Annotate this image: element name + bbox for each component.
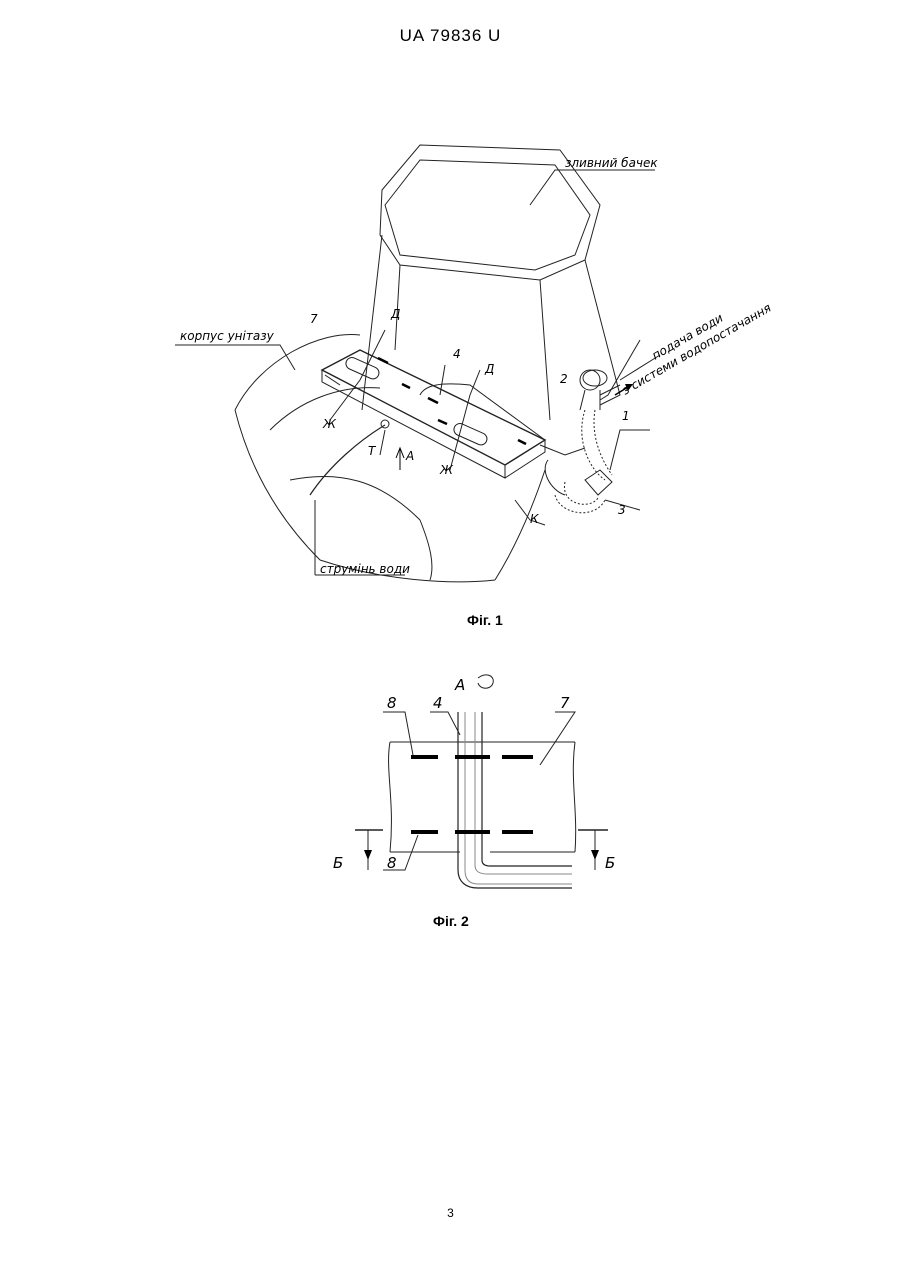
label-4: 4 — [453, 347, 461, 361]
page-number: 3 — [0, 1206, 901, 1220]
t-fitting — [540, 445, 585, 495]
water-stream — [310, 425, 385, 495]
bar-7 — [322, 350, 545, 465]
label-toilet-body: корпус унітазу — [180, 329, 275, 343]
label-zh-left: Ж — [322, 417, 337, 431]
valve-2 — [583, 370, 607, 386]
label-water-stream: струмінь води — [320, 562, 410, 576]
hose-1 — [582, 410, 612, 480]
label-7: 7 — [310, 312, 318, 326]
figure-1-caption: Фіг. 1 — [467, 612, 503, 628]
label-supply-line2: з системи водопостачання — [620, 301, 774, 398]
label-a: А — [405, 449, 414, 463]
label-zh-right: Ж — [439, 463, 454, 477]
label-2: 2 — [560, 372, 568, 386]
tank-body — [362, 235, 620, 420]
label-t: Т — [368, 444, 377, 458]
label-d-top: Д — [390, 307, 400, 321]
label-d-right: Д — [484, 362, 494, 376]
figure-2-caption: Фіг. 2 — [433, 913, 469, 929]
label-tank: зливний бачек — [565, 156, 658, 170]
label-3: 3 — [618, 503, 626, 517]
toilet-bowl — [235, 334, 545, 581]
label-1: 1 — [622, 409, 630, 423]
label-k: К — [530, 512, 539, 526]
